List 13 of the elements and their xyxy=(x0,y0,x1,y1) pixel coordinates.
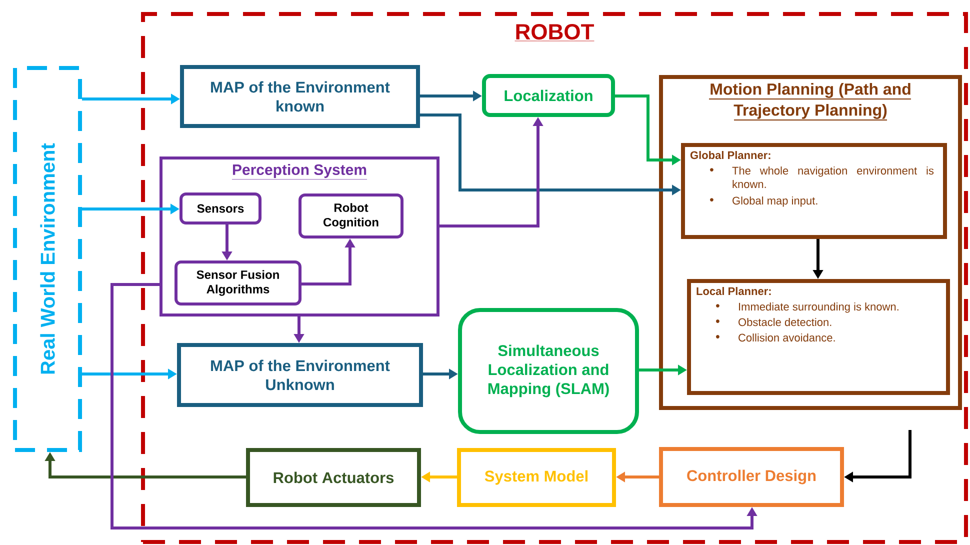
process-box: Controller Design xyxy=(659,447,844,507)
process-box: MAP of the Environment Unknown xyxy=(177,343,423,407)
process-box: Sensors xyxy=(180,192,262,224)
planner-box: Local Planner: Immediate surrounding is known. Obstacle detection. Collision avoidance. xyxy=(687,279,950,395)
process-box: Localization xyxy=(482,74,615,117)
process-box: Robot Actuators xyxy=(246,448,421,507)
process-box: System Model xyxy=(457,448,616,507)
process-box: Simultaneous Localization and Mapping (SLAM) xyxy=(458,308,639,434)
process-box: MAP of the Environment known xyxy=(180,65,420,128)
environment-box: Real World Environment xyxy=(13,66,82,452)
planner-box: Global Planner: The whole navigation environment is known. Global map input. xyxy=(681,143,947,239)
process-box: Sensor Fusion Algorithms xyxy=(174,260,302,306)
process-box: Robot Cognition xyxy=(298,194,404,238)
